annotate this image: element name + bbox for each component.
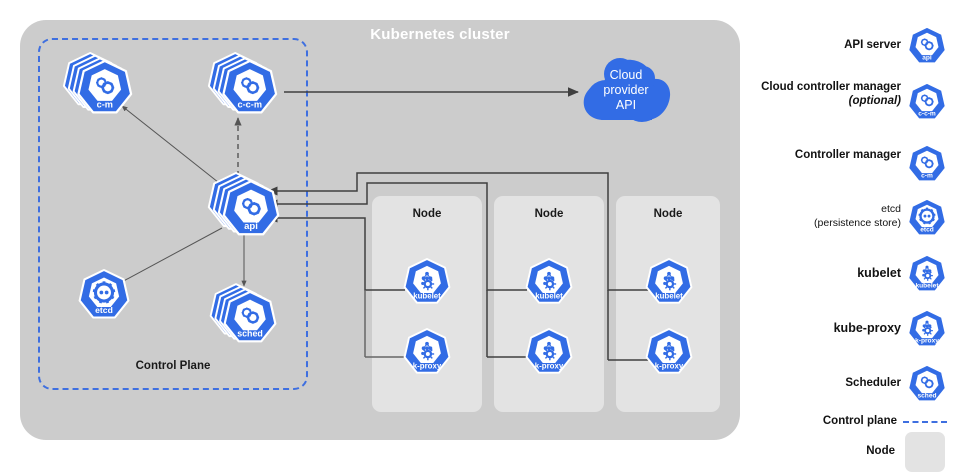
- legend-row-cloud-controller-manager[interactable]: Cloud controller manager (optional) c-c-…: [761, 74, 953, 130]
- icon-kubelet-node-3[interactable]: kubelet: [645, 258, 693, 306]
- cloud-label-line-1: Cloud: [609, 68, 643, 82]
- legend-icon-kubelet: kubelet: [907, 254, 947, 299]
- legend-row-api-server[interactable]: API server api: [762, 24, 953, 68]
- legend-label-text: Cloud controller manager: [761, 81, 901, 93]
- legend-label-sub: (persistence store): [814, 217, 901, 229]
- legend-icon-sched: sched: [907, 364, 947, 409]
- diagram-canvas: Kubernetes cluster Control Plane Node No…: [20, 20, 953, 472]
- legend-label: Cloud controller manager (optional): [761, 80, 901, 108]
- legend-label: Controller manager: [794, 149, 901, 161]
- svg-text:k-proxy: k-proxy: [535, 362, 564, 371]
- control-plane-label: Control Plane: [135, 360, 211, 372]
- legend-label: etcd (persistence store): [761, 202, 901, 230]
- legend-icon-api: api: [907, 26, 947, 71]
- svg-text:etcd: etcd: [920, 227, 934, 234]
- svg-text:c-c-m: c-c-m: [918, 111, 936, 118]
- legend-icon-etcd: etcd: [907, 198, 947, 243]
- icon-kubelet-node-1[interactable]: kubelet: [403, 258, 451, 306]
- legend-label: API server: [844, 39, 901, 51]
- svg-text:k-proxy: k-proxy: [915, 338, 939, 345]
- legend-row-kube-proxy[interactable]: kube-proxy k-proxy: [762, 307, 953, 355]
- legend-label: Node: [866, 445, 895, 457]
- svg-text:etcd: etcd: [95, 305, 113, 315]
- icon-scheduler[interactable]: sched: [209, 283, 277, 345]
- svg-text:c-c-m: c-c-m: [238, 99, 263, 109]
- node-label: Node: [412, 208, 442, 220]
- node-label: Node: [534, 208, 564, 220]
- svg-text:c-m: c-m: [921, 173, 933, 180]
- cloud-label-line-3: API: [615, 98, 637, 112]
- icon-kube-proxy-node-1[interactable]: k-proxy: [403, 328, 451, 376]
- legend-icon-k-proxy: k-proxy: [907, 309, 947, 354]
- legend-row-kubelet[interactable]: kubelet kubelet: [762, 252, 953, 300]
- node-label: Node: [653, 208, 683, 220]
- svg-text:sched: sched: [917, 393, 936, 400]
- svg-text:api: api: [922, 55, 932, 62]
- legend-label: kubelet: [857, 266, 901, 280]
- svg-text:api: api: [244, 221, 258, 232]
- svg-text:c-m: c-m: [97, 99, 113, 109]
- icon-controller-manager[interactable]: c-m: [62, 52, 133, 116]
- svg-text:kubelet: kubelet: [413, 292, 441, 301]
- svg-text:k-proxy: k-proxy: [655, 362, 684, 371]
- icon-cloud-controller-manager[interactable]: c-c-m: [207, 52, 278, 116]
- legend-label-text: etcd: [881, 203, 901, 215]
- cloud-label-line-2: provider: [603, 83, 649, 97]
- legend-row-node: Node: [762, 424, 953, 476]
- legend-label: Scheduler: [845, 377, 901, 389]
- svg-text:kubelet: kubelet: [915, 283, 939, 290]
- legend-label: Control plane: [822, 415, 897, 427]
- svg-text:kubelet: kubelet: [535, 292, 563, 301]
- legend-row-scheduler[interactable]: Scheduler sched: [762, 362, 953, 410]
- svg-text:sched: sched: [237, 329, 263, 339]
- node-color-swatch: [905, 432, 945, 472]
- legend-row-controller-manager[interactable]: Controller manager c-m: [762, 140, 953, 190]
- legend-icon-c-m: c-m: [907, 144, 947, 189]
- dashed-line-swatch: [903, 421, 947, 423]
- legend-label-sub: (optional): [848, 95, 901, 107]
- icon-kubelet-node-2[interactable]: kubelet: [525, 258, 573, 306]
- svg-text:k-proxy: k-proxy: [413, 362, 442, 371]
- legend-row-control-plane: Control plane: [762, 414, 953, 436]
- icon-kube-proxy-node-3[interactable]: k-proxy: [645, 328, 693, 376]
- legend-icon-c-c-m: c-c-m: [907, 82, 947, 127]
- cluster-title: Kubernetes cluster: [370, 26, 510, 43]
- icon-kube-proxy-node-2[interactable]: k-proxy: [525, 328, 573, 376]
- cloud-provider-api[interactable]: Cloud provider API: [580, 48, 672, 128]
- legend: API server api Cloud controller manager …: [761, 24, 953, 472]
- icon-api-server[interactable]: api: [207, 171, 280, 238]
- cloud-shape: [583, 58, 671, 122]
- svg-text:kubelet: kubelet: [655, 292, 683, 301]
- icon-etcd[interactable]: etcd: [78, 268, 130, 321]
- legend-label: kube-proxy: [833, 321, 901, 335]
- legend-row-etcd[interactable]: etcd (persistence store) etcd: [762, 196, 953, 248]
